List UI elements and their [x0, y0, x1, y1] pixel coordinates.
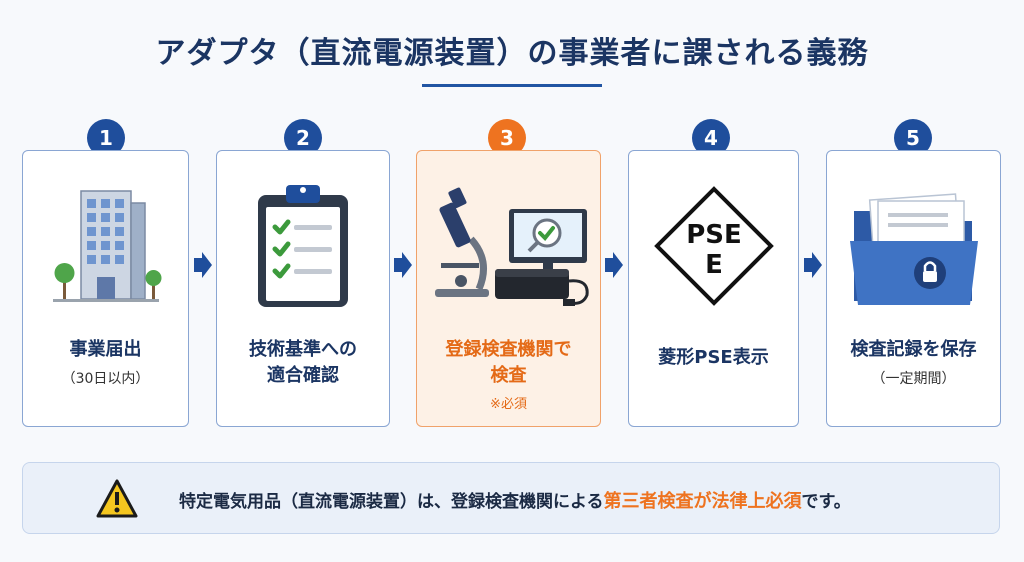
microscope-inspection-icon — [417, 181, 600, 311]
locked-folder-icon — [827, 181, 1000, 311]
step-card-2: 技術基準への 適合確認 — [216, 150, 390, 427]
step-title-4: 菱形PSE表示 — [658, 347, 769, 368]
step-card-1: 事業届出 （30日以内） — [22, 150, 189, 427]
step-title-3a: 登録検査機関で — [445, 339, 572, 360]
pse-mark-line1: PSE — [686, 220, 742, 250]
pse-diamond-mark-icon: PSE E — [629, 181, 798, 311]
step-sub-1: （30日以内） — [61, 371, 150, 387]
warning-icon — [96, 479, 138, 518]
step-title-3b: 検査 — [490, 365, 527, 386]
pse-mark-line2: E — [705, 250, 723, 280]
step-title-2b: 適合確認 — [267, 365, 339, 386]
step-sub-3: ※必須 — [490, 397, 527, 412]
notice-text-after: です。 — [801, 492, 851, 512]
step-sub-5: （一定期間） — [871, 371, 956, 387]
page-title: アダプタ（直流電源装置）の事業者に課される義務 — [155, 36, 869, 71]
arrow-icon — [194, 252, 212, 278]
checklist-clipboard-icon — [217, 181, 389, 311]
step-card-5: 検査記録を保存 （一定期間） — [826, 150, 1001, 427]
step-title-2a: 技術基準への — [249, 339, 357, 360]
office-building-icon — [23, 181, 188, 311]
arrow-icon — [804, 252, 822, 278]
notice-emphasis: 第三者検査が法律上必須 — [603, 491, 802, 512]
notice-text: 特定電気用品（直流電源装置）は、登録検査機関による第三者検査が法律上必須です。 — [179, 487, 851, 513]
step-card-4: PSE E 菱形PSE表示 — [628, 150, 799, 427]
arrow-icon — [394, 252, 412, 278]
title-underline — [422, 84, 602, 87]
arrow-icon — [605, 252, 623, 278]
step-card-3: 登録検査機関で 検査 ※必須 — [416, 150, 601, 427]
notice-text-before: 特定電気用品（直流電源装置）は、登録検査機関による — [179, 492, 604, 512]
step-title-5: 検査記録を保存 — [850, 339, 977, 360]
legal-notice-banner: 特定電気用品（直流電源装置）は、登録検査機関による第三者検査が法律上必須です。 — [22, 462, 1000, 534]
step-title-1: 事業届出 — [69, 339, 142, 360]
